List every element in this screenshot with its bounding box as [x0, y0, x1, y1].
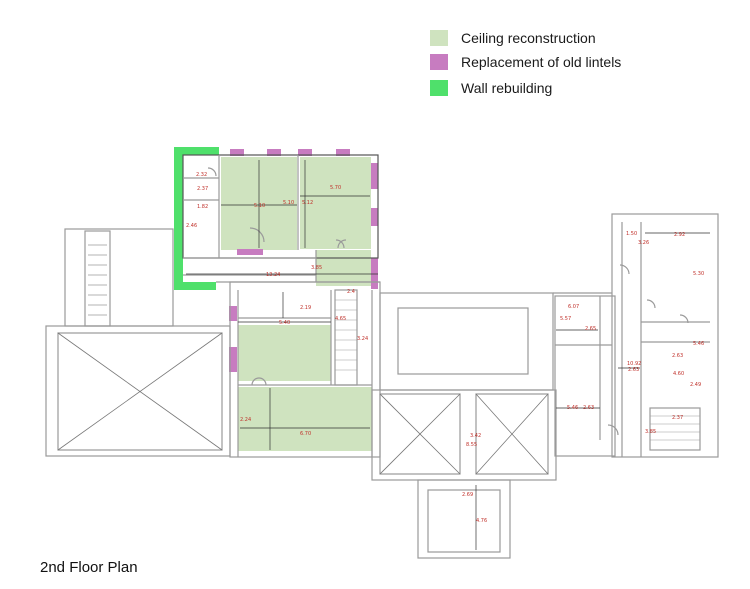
dim-label: 2.46 — [186, 223, 197, 229]
dim-label: 8.55 — [466, 442, 477, 448]
legend-item-wall: Wall rebuilding — [430, 79, 552, 97]
dim-label: 2.63 — [628, 367, 639, 373]
ceiling-reconstruction-areas — [221, 157, 372, 451]
dim-label: 5.10 — [283, 200, 294, 206]
legend-label-wall: Wall rebuilding — [461, 80, 553, 96]
legend-item-lintels: Replacement of old lintels — [430, 53, 621, 71]
dim-label: 5.70 — [330, 185, 341, 191]
ceiling-area-lower — [238, 387, 372, 451]
dim-label: 2.24 — [240, 417, 251, 423]
north-block-walls — [182, 154, 380, 283]
legend-swatch-ceiling — [430, 30, 448, 46]
dim-label: 2.37 — [197, 186, 208, 192]
dim-label: 5.10 — [254, 203, 265, 209]
dim-label: 4.60 — [673, 371, 684, 377]
dim-label: 2.37 — [672, 415, 683, 421]
ceiling-area-stair-landing — [316, 250, 371, 286]
dim-label: 5.30 — [693, 271, 704, 277]
dim-label: 2.32 — [196, 172, 207, 178]
wall-rebuilding-area — [174, 147, 219, 290]
dim-label: 2.19 — [300, 305, 311, 311]
dim-label: 5.46 — [693, 341, 704, 347]
plan-caption: 2nd Floor Plan — [40, 559, 138, 576]
lintel-replacements — [229, 149, 378, 372]
dim-label: 4.76 — [476, 518, 487, 524]
dim-label: 2.49 — [690, 382, 701, 388]
dim-label: 3.85 — [645, 429, 656, 435]
east-wing-walls — [379, 213, 719, 458]
dim-label: 3.24 — [357, 336, 368, 342]
dim-label: 5.40 — [279, 320, 290, 326]
legend-label-ceiling: Ceiling reconstruction — [461, 30, 596, 46]
legend-label-lintels: Replacement of old lintels — [461, 54, 622, 70]
dim-label: 2.4 — [347, 289, 355, 295]
dimension-labels: 2.32 2.37 1.82 2.46 5.10 5.10 5.12 5.70 … — [186, 172, 704, 524]
legend-item-ceiling: Ceiling reconstruction — [430, 29, 596, 47]
dim-label: 3.26 — [638, 240, 649, 246]
dim-label: 1.82 — [197, 204, 208, 210]
dim-label: 5.12 — [302, 200, 313, 206]
dim-label: 2.63 — [672, 353, 683, 359]
dim-label: 2.65 — [585, 326, 596, 332]
dim-label: 2.63 — [583, 405, 594, 411]
dim-label: 3.42 — [470, 433, 481, 439]
ceiling-area-middle — [238, 325, 331, 381]
dim-label: 5.46 — [567, 405, 578, 411]
dim-label: 1.50 — [626, 231, 637, 237]
dim-label: 4.65 — [335, 316, 346, 322]
legend-swatch-wall — [430, 80, 448, 96]
dim-label: 10.92 — [627, 361, 641, 367]
dim-label: 6.70 — [300, 431, 311, 437]
dim-label: 2.69 — [462, 492, 473, 498]
dim-label: 6.07 — [568, 304, 579, 310]
west-annex — [45, 228, 231, 457]
dim-label: 5.57 — [560, 316, 571, 322]
ceiling-area-upper-right — [300, 157, 371, 249]
dim-label: 13.24 — [266, 272, 280, 278]
dimension-lines — [186, 160, 710, 450]
legend-swatch-lintels — [430, 54, 448, 70]
dim-label: 2.92 — [674, 232, 685, 238]
dim-label: 3.85 — [311, 265, 322, 271]
southern-voids — [371, 389, 557, 559]
